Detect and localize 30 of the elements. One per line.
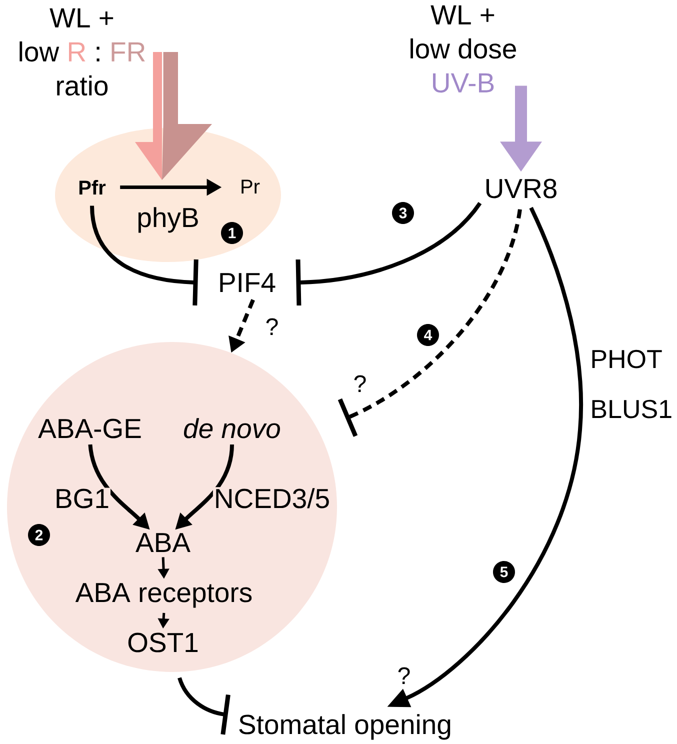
edge-label: ? <box>352 374 368 393</box>
edge-label: ? <box>264 317 280 336</box>
block-arrow <box>500 86 542 172</box>
text-label: Pr <box>242 180 260 194</box>
text-label: Stomatal opening <box>239 714 450 740</box>
text-label: ABA receptors <box>75 583 252 608</box>
text-label: ABA-GE <box>38 418 141 438</box>
edge-label: NCED3/5 <box>212 487 332 510</box>
text-label: WL + low R : FR ratio <box>20 8 145 96</box>
text-label: OST1 <box>128 632 198 652</box>
text-label: PIF4 <box>220 273 276 292</box>
edge-label: ? <box>396 666 412 685</box>
inhibition-line <box>178 677 230 735</box>
text-label: ABA <box>136 533 190 552</box>
callout-number: 5 <box>493 561 515 583</box>
text-label: PHOT <box>592 350 662 368</box>
block-arrow <box>135 52 162 180</box>
text-label: BLUS1 <box>592 400 672 418</box>
text-label: de novo <box>184 418 280 438</box>
callout-number: 2 <box>28 524 50 546</box>
text-label: WL + low dose UV-B <box>410 5 516 93</box>
inhibition-line <box>296 202 482 306</box>
callout-number: 4 <box>417 324 439 346</box>
shaded-circle <box>7 342 337 672</box>
text-label: UVR8 <box>486 178 556 198</box>
callout-number: 1 <box>221 222 243 244</box>
text-label: Pfr <box>79 180 106 194</box>
edge-label: BG1 <box>54 488 110 510</box>
block-arrow <box>162 52 212 180</box>
callout-number: 3 <box>392 202 414 224</box>
